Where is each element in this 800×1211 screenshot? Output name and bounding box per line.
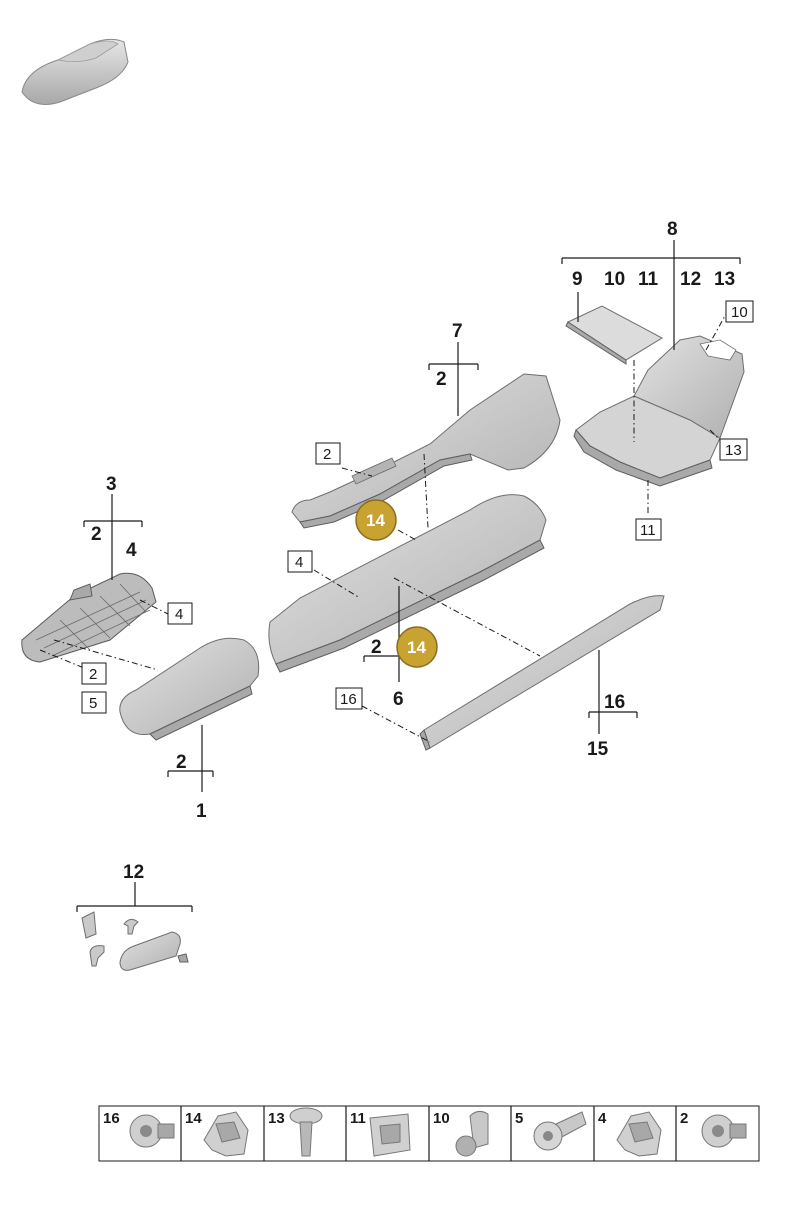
boxed-ref-2: 2 — [81, 662, 107, 685]
part-3-armrest-frame — [21, 572, 157, 663]
svg-text:11: 11 — [640, 522, 656, 539]
callout-9: 9 — [572, 269, 583, 290]
part-15-trim-strip — [419, 595, 665, 751]
callout-6: 6 — [393, 689, 404, 710]
boxed-ref-11: 11 — [635, 518, 662, 541]
badge-14: 14 — [396, 626, 438, 668]
svg-text:10: 10 — [731, 304, 748, 321]
callout-1: 1 — [196, 801, 207, 822]
callout-2: 2 — [436, 369, 447, 390]
svg-text:4: 4 — [175, 606, 183, 623]
legend-num-10: 10 — [433, 1110, 450, 1127]
legend-num-14: 14 — [185, 1110, 202, 1127]
svg-text:2: 2 — [89, 666, 97, 683]
svg-text:13: 13 — [725, 442, 742, 459]
badge-14: 14 — [355, 499, 397, 541]
svg-text:14: 14 — [407, 638, 426, 657]
boxed-ref-13: 13 — [719, 438, 748, 461]
callout-2: 2 — [371, 637, 382, 658]
part-6-console-trim-panel — [268, 494, 547, 673]
callout-3: 3 — [106, 474, 117, 495]
square-clip-icon — [369, 1113, 411, 1157]
legend-num-11: 11 — [350, 1110, 366, 1127]
svg-text:16: 16 — [340, 691, 357, 708]
callout-11: 11 — [638, 269, 659, 290]
part-8-storage-compartment — [573, 335, 745, 487]
spring-clip-icon — [203, 1111, 249, 1157]
legend-num-4: 4 — [598, 1110, 607, 1127]
svg-text:2: 2 — [323, 446, 331, 463]
callout-12: 12 — [680, 269, 701, 290]
boxed-ref-10: 10 — [725, 300, 754, 323]
callout-16: 16 — [604, 692, 625, 713]
boxed-ref-4: 4 — [287, 550, 313, 573]
callout-13: 13 — [714, 269, 735, 290]
svg-text:5: 5 — [89, 695, 97, 712]
callout-12: 12 — [123, 862, 144, 883]
fastener-legend: 16 14 13 11 10 5 — [98, 1105, 760, 1162]
svg-text:4: 4 — [295, 554, 303, 571]
flange-nut-icon — [701, 1114, 747, 1148]
part-9-lid-panel — [565, 305, 664, 365]
legend-num-16: 16 — [103, 1110, 120, 1127]
legend-num-5: 5 — [515, 1110, 523, 1127]
callout-4: 4 — [126, 540, 137, 561]
vehicle-thumbnail — [21, 38, 129, 105]
callout-2: 2 — [91, 524, 102, 545]
legend-num-13: 13 — [268, 1110, 285, 1127]
torx-screw-icon — [533, 1111, 587, 1151]
legend-num-2: 2 — [680, 1110, 688, 1127]
part-7-upper-trim-strip — [291, 373, 561, 529]
callout-8: 8 — [667, 219, 678, 240]
callout-2: 2 — [176, 752, 187, 773]
callout-7: 7 — [452, 321, 463, 342]
flange-nut-icon — [129, 1114, 175, 1148]
plastic-rivet-icon — [455, 1110, 489, 1157]
boxed-ref-5: 5 — [81, 691, 107, 714]
expanding-rivet-icon — [289, 1107, 323, 1157]
spring-clip-icon — [616, 1111, 662, 1157]
callout-15: 15 — [587, 739, 609, 760]
part-1-armrest-pad — [119, 637, 260, 741]
part-12-mounting-kit — [81, 911, 189, 971]
boxed-ref-16: 16 — [335, 687, 363, 710]
boxed-ref-4: 4 — [167, 602, 193, 625]
svg-text:14: 14 — [366, 511, 385, 530]
boxed-ref-2: 2 — [315, 442, 341, 465]
callout-10: 10 — [604, 269, 625, 290]
